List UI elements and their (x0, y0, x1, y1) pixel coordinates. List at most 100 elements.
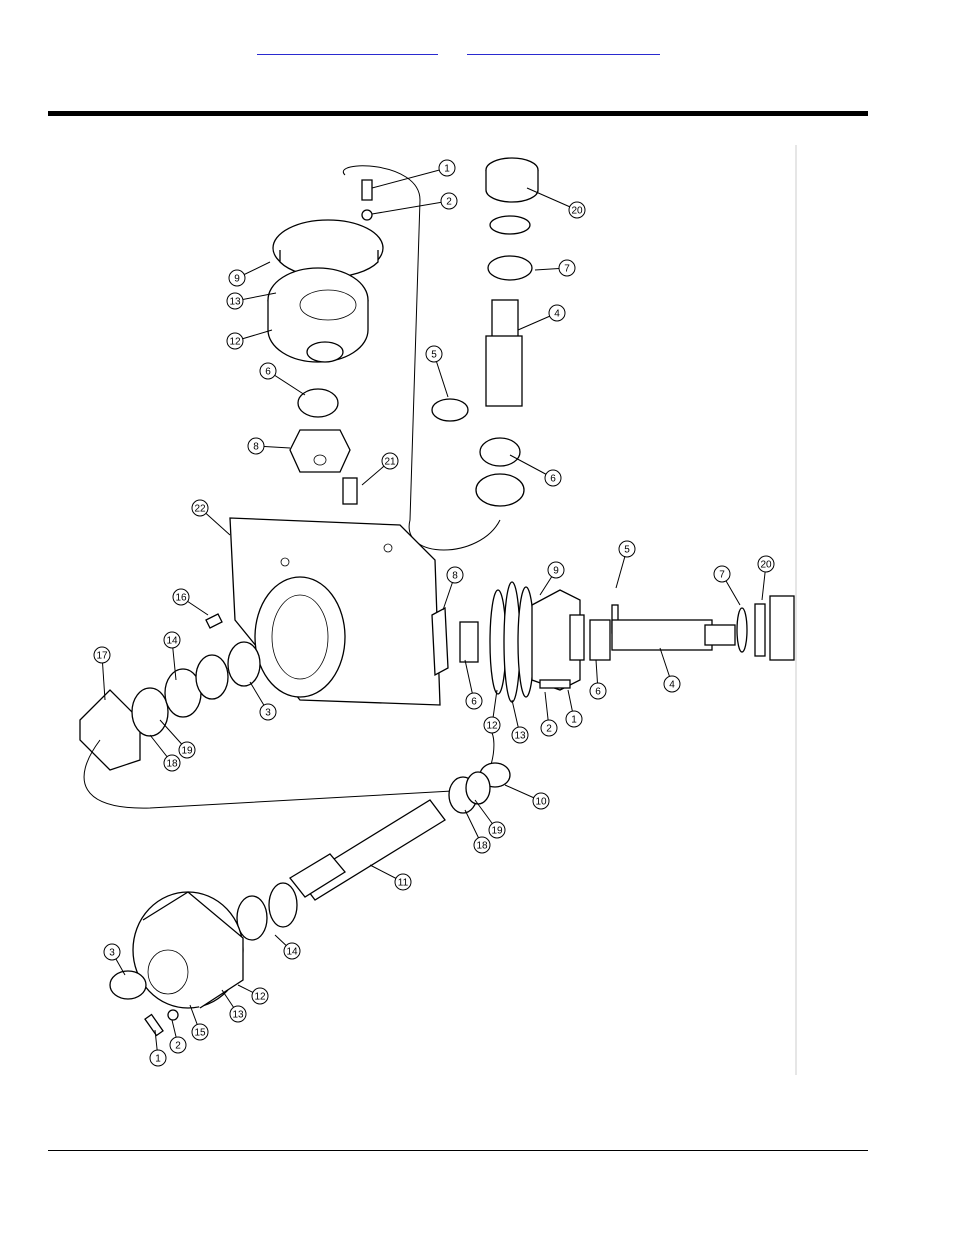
callout-c9b: 9 (539, 561, 565, 596)
callout-c14a: 14 (163, 631, 181, 681)
callout-c6d: 6 (589, 659, 607, 700)
callout-number: 18 (166, 759, 178, 770)
callout-number: 13 (232, 1010, 244, 1021)
callout-number: 12 (486, 721, 498, 732)
callout-c7a: 7 (534, 259, 576, 277)
callout-number: 1 (444, 164, 450, 175)
callout-number: 12 (229, 337, 241, 348)
callout-bubble (568, 201, 586, 219)
callout-c4b: 4 (659, 647, 681, 693)
callout-number: 12 (254, 992, 266, 1003)
callout-leader (371, 200, 450, 215)
callout-c9a: 9 (228, 261, 271, 287)
header-link-left[interactable] (257, 40, 438, 55)
callout-c13c: 13 (221, 989, 247, 1023)
callout-c6b: 6 (509, 454, 562, 487)
callout-bubble (228, 269, 246, 287)
callout-c7b: 7 (713, 565, 741, 606)
callout-c3a: 3 (249, 681, 277, 721)
right-shaft-assembly-top (431, 157, 539, 507)
callout-bubble (259, 362, 277, 380)
callout-bubble (381, 452, 399, 470)
callout-number: 1 (155, 1054, 161, 1065)
callout-c18a: 18 (149, 734, 181, 772)
callout-c6a: 6 (259, 362, 306, 396)
callout-number: 3 (109, 948, 115, 959)
callout-c1b: 1 (565, 689, 583, 728)
callout-bubble (558, 259, 576, 277)
callout-number: 5 (624, 545, 630, 556)
callout-bubble (663, 675, 681, 693)
callout-bubble (169, 1036, 187, 1054)
callout-bubble (547, 561, 565, 579)
callout-c15: 15 (189, 1004, 209, 1041)
callout-number: 20 (760, 560, 772, 571)
callout-c18b: 18 (464, 809, 491, 854)
callout-c2c: 2 (169, 1019, 187, 1054)
callout-number: 16 (175, 593, 187, 604)
callout-bubble (440, 192, 458, 210)
callout-number: 17 (96, 651, 108, 662)
lower-shaft-assembly (236, 762, 511, 941)
callout-leader (526, 187, 578, 211)
callout-c2b: 2 (540, 691, 558, 737)
callout-bubble (483, 716, 501, 734)
callout-c21: 21 (361, 452, 399, 486)
callout-c3b: 3 (103, 943, 126, 976)
callout-number: 8 (452, 571, 458, 582)
callout-bubble (446, 566, 464, 584)
callout-number: 19 (181, 746, 193, 757)
callout-number: 6 (471, 697, 477, 708)
callout-number: 9 (553, 566, 559, 577)
callout-bubble (259, 703, 277, 721)
callout-bubble (425, 345, 443, 363)
callout-bubble (149, 1049, 167, 1067)
callout-c14b: 14 (274, 934, 301, 960)
callout-number: 3 (265, 708, 271, 719)
callout-bubble (163, 631, 181, 649)
callout-bubble (247, 437, 265, 455)
callout-c10: 10 (504, 784, 550, 810)
callout-c16: 16 (172, 588, 209, 616)
callout-number: 4 (669, 680, 675, 691)
leader-loop-upper (342, 165, 501, 551)
callout-c1a: 1 (371, 159, 456, 189)
callout-bubble (251, 987, 269, 1005)
callout-bubble (163, 754, 181, 772)
callout-bubble (565, 710, 583, 728)
callout-bubble (226, 332, 244, 350)
callout-c5a: 5 (425, 345, 449, 398)
callout-c20b: 20 (757, 555, 775, 601)
callout-c2a: 2 (371, 192, 458, 215)
callout-bubble (394, 873, 412, 891)
callout-c5b: 5 (615, 540, 636, 589)
callout-c22: 22 (191, 499, 231, 536)
callout-number: 14 (166, 636, 178, 647)
callout-bubble (103, 943, 121, 961)
callout-c13b: 13 (511, 699, 529, 744)
callout-c12b: 12 (483, 689, 501, 734)
callout-number: 6 (595, 687, 601, 698)
callout-number: 5 (431, 350, 437, 361)
callout-number: 22 (194, 504, 206, 515)
callout-bubble (438, 159, 456, 177)
callout-c19b: 19 (474, 799, 506, 839)
callout-number: 18 (476, 841, 488, 852)
header-link-right[interactable] (467, 40, 660, 55)
footer-rule (48, 1150, 868, 1151)
callout-number: 11 (398, 878, 409, 889)
left-bearing-group (79, 613, 261, 771)
callout-number: 13 (514, 731, 526, 742)
callout-bubble (757, 555, 775, 573)
callout-number: 2 (446, 197, 452, 208)
callout-c17: 17 (93, 646, 111, 701)
callout-bubble (589, 682, 607, 700)
callout-c6c: 6 (464, 659, 483, 710)
callout-number: 20 (571, 206, 583, 217)
callout-bubble (473, 836, 491, 854)
leader-loop-lower (83, 729, 495, 809)
callout-number: 2 (546, 724, 552, 735)
callout-leader (371, 167, 448, 189)
horizontal-shaft-assembly (431, 581, 795, 703)
